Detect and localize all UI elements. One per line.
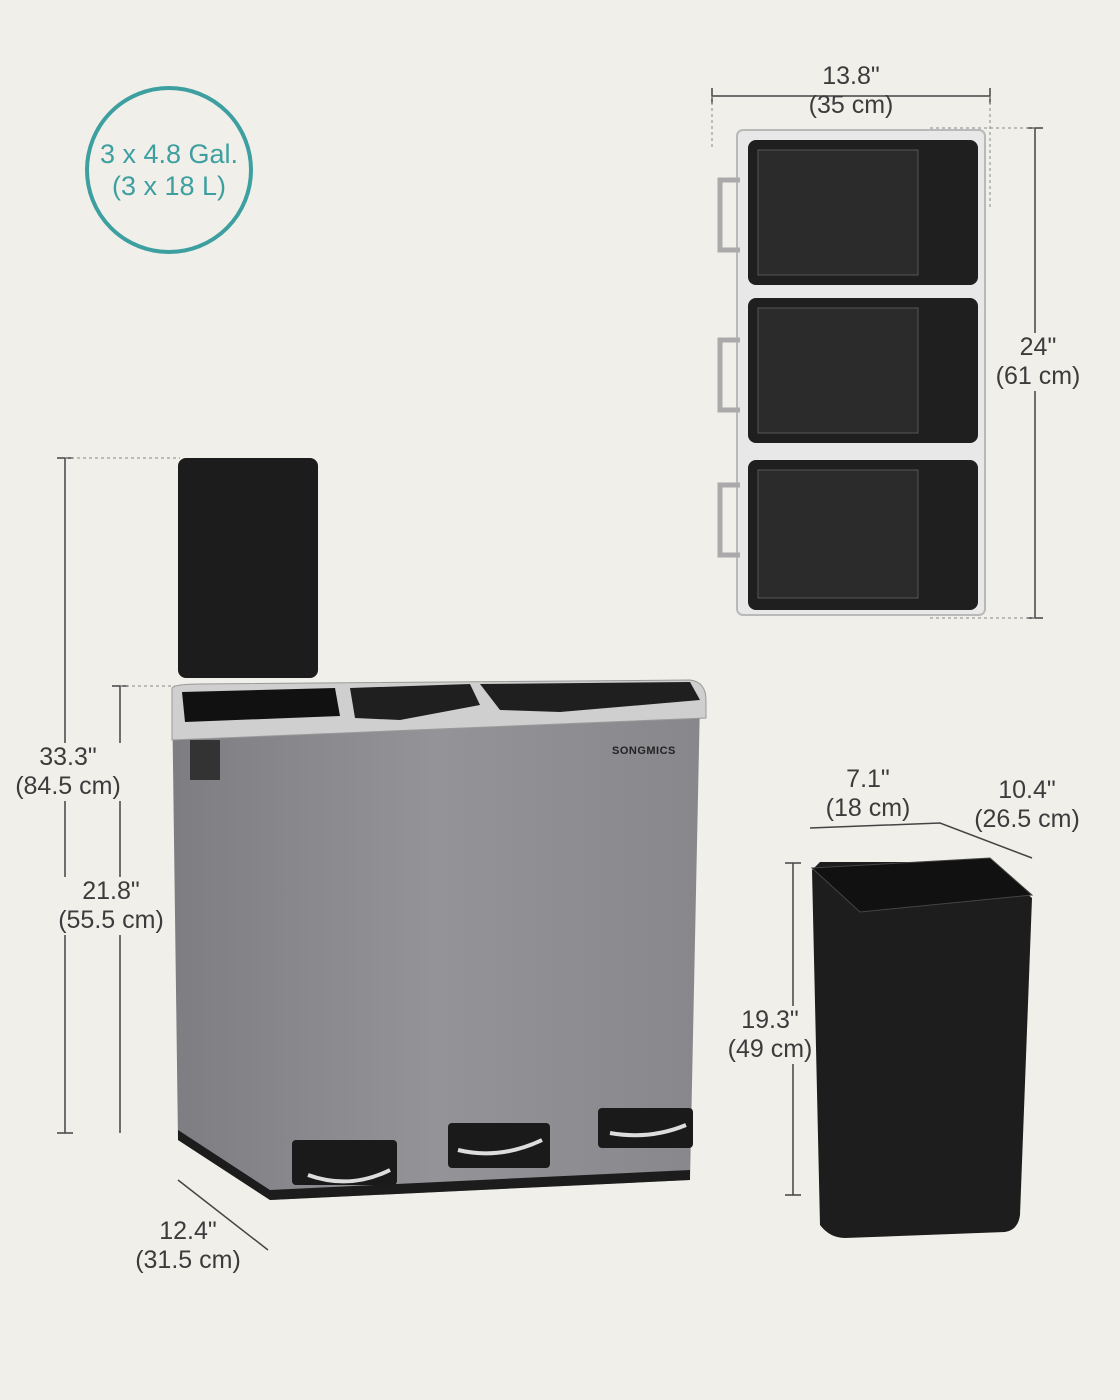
inner-bucket-illustration [810, 857, 1034, 1238]
bucket-depth-label: 10.4"(26.5 cm) [974, 776, 1080, 833]
body-height-label: 21.8"(55.5 cm) [58, 877, 164, 935]
capacity-badge: 3 x 4.8 Gal. (3 x 18 L) [85, 86, 253, 254]
top-view-illustration [717, 129, 986, 616]
inner-bucket-3 [748, 460, 978, 610]
bucket-width-label: 7.1"(18 cm) [825, 765, 911, 822]
bucket-height-label: 19.3"(49 cm) [727, 1006, 813, 1064]
inner-bucket-1 [748, 140, 978, 285]
total-height-label: 33.3"(84.5 cm) [15, 743, 121, 801]
pedals [292, 1108, 693, 1185]
main-bin-illustration [171, 458, 707, 1200]
inner-bucket-2 [748, 298, 978, 443]
brand-logo: SONGMICS [612, 745, 676, 757]
top-width-label: 13.8"(35 cm) [808, 62, 894, 119]
body-depth-label: 12.4"(31.5 cm) [135, 1217, 241, 1274]
capacity-liters: (3 x 18 L) [111, 171, 227, 201]
open-lid [178, 458, 318, 678]
capacity-gallons: 3 x 4.8 Gal. [99, 139, 239, 169]
top-depth-label: 24"(61 cm) [995, 333, 1081, 391]
